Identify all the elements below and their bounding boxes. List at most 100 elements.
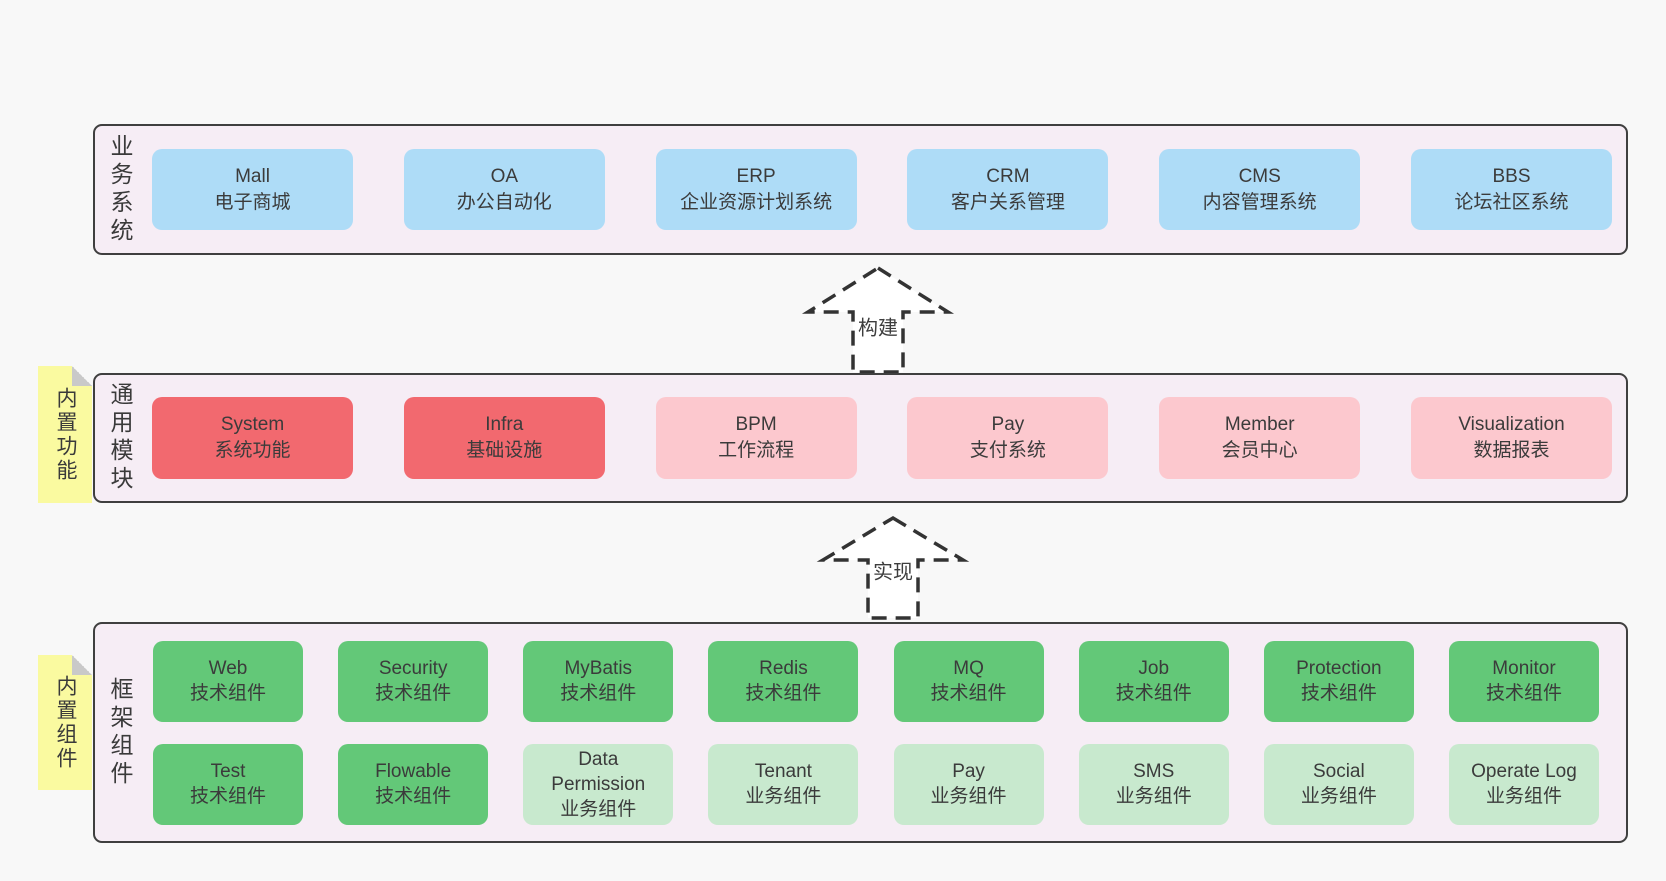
box-title: ERP bbox=[736, 165, 776, 187]
box-erp: ERP 企业资源计划系统 bbox=[655, 149, 857, 230]
box-title: Job bbox=[1138, 658, 1170, 679]
box-oa: OA 办公自动化 bbox=[403, 149, 605, 230]
box-subtitle: 业务组件 bbox=[1485, 786, 1562, 807]
box-title: OA bbox=[490, 165, 519, 187]
box-pay: Pay 业务组件 bbox=[893, 743, 1044, 825]
box-mybatis: MyBatis 技术组件 bbox=[523, 640, 674, 722]
box-tenant: Tenant 业务组件 bbox=[708, 743, 859, 825]
box-subtitle: 技术组件 bbox=[189, 683, 266, 704]
sticky-note-built-in-components: 内置组件 bbox=[38, 655, 92, 790]
box-data-permission: Data Permission 业务组件 bbox=[523, 743, 674, 825]
folded-corner-icon bbox=[72, 366, 92, 386]
box-monitor: Monitor 技术组件 bbox=[1448, 640, 1599, 722]
box-bbs: BBS 论坛社区系统 bbox=[1410, 149, 1612, 230]
box-title: MQ bbox=[953, 658, 984, 679]
box-subtitle: 工作流程 bbox=[718, 440, 795, 461]
band-label-common-modules: 通用模块 bbox=[107, 382, 133, 494]
box-subtitle: 技术组件 bbox=[1485, 683, 1562, 704]
box-redis: Redis 技术组件 bbox=[708, 640, 859, 722]
box-title: Mall bbox=[235, 165, 270, 187]
box-flowable: Flowable 技术组件 bbox=[338, 743, 489, 825]
box-subtitle: 技术组件 bbox=[560, 683, 637, 704]
box-title: Visualization bbox=[1458, 414, 1565, 435]
box-subtitle: 基础设施 bbox=[466, 440, 543, 461]
box-title: Monitor bbox=[1492, 658, 1556, 679]
box-subtitle: 技术组件 bbox=[1300, 683, 1377, 704]
box-pay: Pay 支付系统 bbox=[907, 397, 1109, 479]
box-subtitle: 技术组件 bbox=[930, 683, 1007, 704]
box-title: Security bbox=[378, 658, 448, 679]
box-subtitle: 客户关系管理 bbox=[950, 191, 1065, 213]
box-subtitle: 业务组件 bbox=[745, 786, 822, 807]
box-sms: SMS 业务组件 bbox=[1078, 743, 1229, 825]
band-label-framework-components: 框架组件 bbox=[107, 676, 133, 789]
box-subtitle: 会员中心 bbox=[1221, 440, 1298, 461]
box-title: Flowable bbox=[375, 761, 452, 782]
box-subtitle: 内容管理系统 bbox=[1202, 191, 1317, 213]
sticky-note-built-in-components-text: 内置组件 bbox=[54, 674, 77, 771]
box-subtitle: 技术组件 bbox=[189, 786, 266, 807]
box-title: CMS bbox=[1238, 165, 1281, 187]
box-subtitle: 业务组件 bbox=[560, 798, 637, 820]
implement-arrow-label: 实现 bbox=[870, 554, 916, 586]
sticky-note-built-in-features: 内置功能 bbox=[38, 366, 92, 503]
box-title: BBS bbox=[1492, 165, 1531, 187]
box-subtitle: 技术组件 bbox=[745, 683, 822, 704]
box-subtitle: 办公自动化 bbox=[456, 191, 552, 213]
box-mq: MQ 技术组件 bbox=[893, 640, 1044, 722]
box-title: Operate Log bbox=[1471, 761, 1577, 782]
box-member: Member 会员中心 bbox=[1159, 397, 1361, 479]
box-visualization: Visualization 数据报表 bbox=[1410, 397, 1612, 479]
box-subtitle: 技术组件 bbox=[375, 683, 452, 704]
box-subtitle: 数据报表 bbox=[1473, 440, 1550, 461]
box-subtitle: 业务组件 bbox=[930, 786, 1007, 807]
box-title: SMS bbox=[1133, 761, 1175, 782]
box-job: Job 技术组件 bbox=[1078, 640, 1229, 722]
build-arrow-label: 构建 bbox=[855, 310, 901, 342]
box-title: System bbox=[220, 414, 285, 435]
box-title: Test bbox=[210, 761, 246, 782]
box-title: Tenant bbox=[754, 761, 812, 782]
box-title: Member bbox=[1224, 414, 1295, 435]
box-title: Data Permission bbox=[551, 748, 646, 795]
box-title: Protection bbox=[1296, 658, 1382, 679]
box-subtitle: 业务组件 bbox=[1115, 786, 1192, 807]
box-test: Test 技术组件 bbox=[153, 743, 303, 825]
box-subtitle: 企业资源计划系统 bbox=[680, 191, 833, 213]
box-security: Security 技术组件 bbox=[338, 640, 489, 722]
box-title: BPM bbox=[735, 414, 777, 435]
box-protection: Protection 技术组件 bbox=[1263, 640, 1414, 722]
box-subtitle: 业务组件 bbox=[1300, 786, 1377, 807]
sticky-note-built-in-features-text: 内置功能 bbox=[54, 386, 77, 483]
box-subtitle: 支付系统 bbox=[969, 440, 1046, 461]
box-title: Redis bbox=[759, 658, 808, 679]
box-cms: CMS 内容管理系统 bbox=[1159, 149, 1361, 230]
band-label-business-systems: 业务系统 bbox=[107, 133, 133, 246]
box-title: MyBatis bbox=[564, 658, 633, 679]
box-subtitle: 技术组件 bbox=[1115, 683, 1192, 704]
box-crm: CRM 客户关系管理 bbox=[907, 149, 1109, 230]
box-subtitle: 论坛社区系统 bbox=[1454, 191, 1569, 213]
box-title: Web bbox=[208, 658, 248, 679]
folded-corner-icon bbox=[72, 655, 92, 675]
box-title: CRM bbox=[986, 165, 1030, 187]
box-subtitle: 技术组件 bbox=[375, 786, 452, 807]
box-title: Pay bbox=[952, 761, 985, 782]
box-title: Pay bbox=[991, 414, 1025, 435]
box-operate-log: Operate Log 业务组件 bbox=[1448, 743, 1599, 825]
box-bpm: BPM 工作流程 bbox=[655, 397, 857, 479]
